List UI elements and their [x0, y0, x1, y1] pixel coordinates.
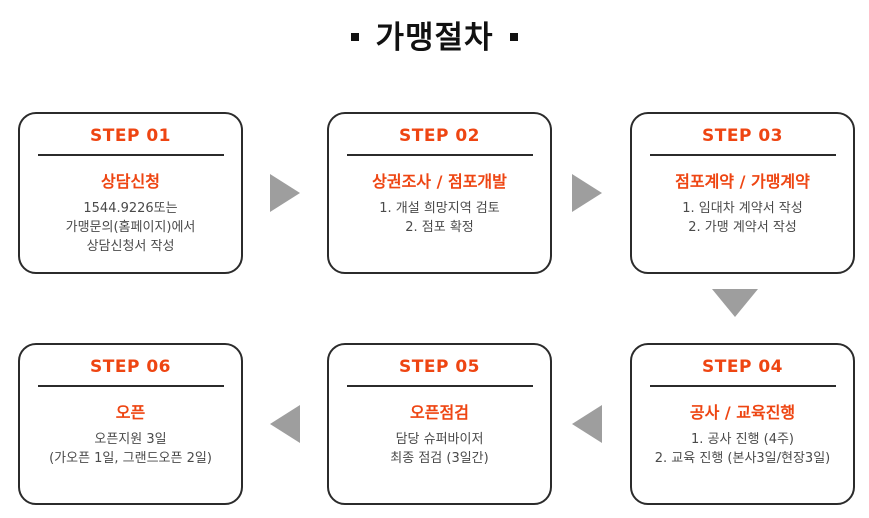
step-box-04[interactable]: STEP 04 공사 / 교육진행 1. 공사 진행 (4주) 2. 교육 진행… [630, 343, 855, 505]
step-heading-05: 오픈점검 [410, 403, 469, 422]
step-body-line: 가맹문의(홈페이지)에서 [65, 220, 196, 236]
step-divider-02 [346, 154, 533, 156]
step-label-04: STEP 04 [702, 357, 783, 377]
step-body-line: 2. 점포 확정 [405, 220, 474, 236]
step-box-02[interactable]: STEP 02 상권조사 / 점포개발 1. 개설 희망지역 검토 2. 점포 … [327, 112, 552, 274]
step-body-line: 담당 슈퍼바이저 [395, 432, 484, 448]
step-divider-01 [37, 154, 224, 156]
step-body-line: 상담신청서 작성 [86, 238, 175, 254]
step-body-line: 1. 개설 희망지역 검토 [379, 201, 500, 217]
step-heading-06: 오픈 [115, 403, 146, 422]
step-body-05: 담당 슈퍼바이저 최종 점검 (3일간) [329, 431, 550, 469]
step-heading-03: 점포계약 / 가맹계약 [675, 172, 810, 191]
step-label-01: STEP 01 [90, 126, 171, 146]
step-body-line: 오픈지원 3일 [94, 432, 167, 448]
step-body-06: 오픈지원 3일 (가오픈 1일, 그랜드오픈 2일) [20, 431, 241, 469]
step-box-06[interactable]: STEP 06 오픈 오픈지원 3일 (가오픈 1일, 그랜드오픈 2일) [18, 343, 243, 505]
step-body-line: 2. 교육 진행 (본사3일/현장3일) [654, 451, 831, 467]
step-body-line: 2. 가맹 계약서 작성 [688, 220, 797, 236]
step-label-05: STEP 05 [399, 357, 480, 377]
step-box-05[interactable]: STEP 05 오픈점검 담당 슈퍼바이저 최종 점검 (3일간) [327, 343, 552, 505]
step-body-line: (가오픈 1일, 그랜드오픈 2일) [49, 451, 212, 467]
arrow-right-icon-step02-step03 [572, 174, 602, 212]
page-title-text: 가맹절차 [375, 20, 494, 56]
step-divider-03 [649, 154, 836, 156]
arrow-left-icon-step04-step05 [572, 405, 602, 443]
step-label-02: STEP 02 [399, 126, 480, 146]
step-box-01[interactable]: STEP 01 상담신청 1544.9226또는 가맹문의(홈페이지)에서 상담… [18, 112, 243, 274]
step-body-line: 1544.9226또는 [83, 201, 178, 217]
arrow-down-icon-step03-step04 [712, 289, 758, 317]
step-body-line: 1. 임대차 계약서 작성 [682, 201, 803, 217]
step-divider-04 [649, 385, 836, 387]
arrow-right-icon-step01-step02 [270, 174, 300, 212]
step-body-line: 최종 점검 (3일간) [390, 451, 489, 467]
step-body-line: 1. 공사 진행 (4주) [690, 432, 794, 448]
step-heading-01: 상담신청 [101, 172, 160, 191]
step-label-03: STEP 03 [702, 126, 783, 146]
step-heading-04: 공사 / 교육진행 [689, 403, 796, 422]
page-title: 가맹절차 [0, 12, 869, 57]
step-body-02: 1. 개설 희망지역 검토 2. 점포 확정 [329, 200, 550, 238]
step-body-04: 1. 공사 진행 (4주) 2. 교육 진행 (본사3일/현장3일) [632, 431, 853, 469]
step-divider-06 [37, 385, 224, 387]
step-divider-05 [346, 385, 533, 387]
title-bullet-left-icon [351, 33, 360, 41]
step-body-03: 1. 임대차 계약서 작성 2. 가맹 계약서 작성 [632, 200, 853, 238]
title-bullet-right-icon [509, 33, 518, 41]
step-heading-02: 상권조사 / 점포개발 [372, 172, 507, 191]
arrow-left-icon-step05-step06 [270, 405, 300, 443]
step-box-03[interactable]: STEP 03 점포계약 / 가맹계약 1. 임대차 계약서 작성 2. 가맹 … [630, 112, 855, 274]
step-label-06: STEP 06 [90, 357, 171, 377]
step-body-01: 1544.9226또는 가맹문의(홈페이지)에서 상담신청서 작성 [20, 200, 241, 257]
